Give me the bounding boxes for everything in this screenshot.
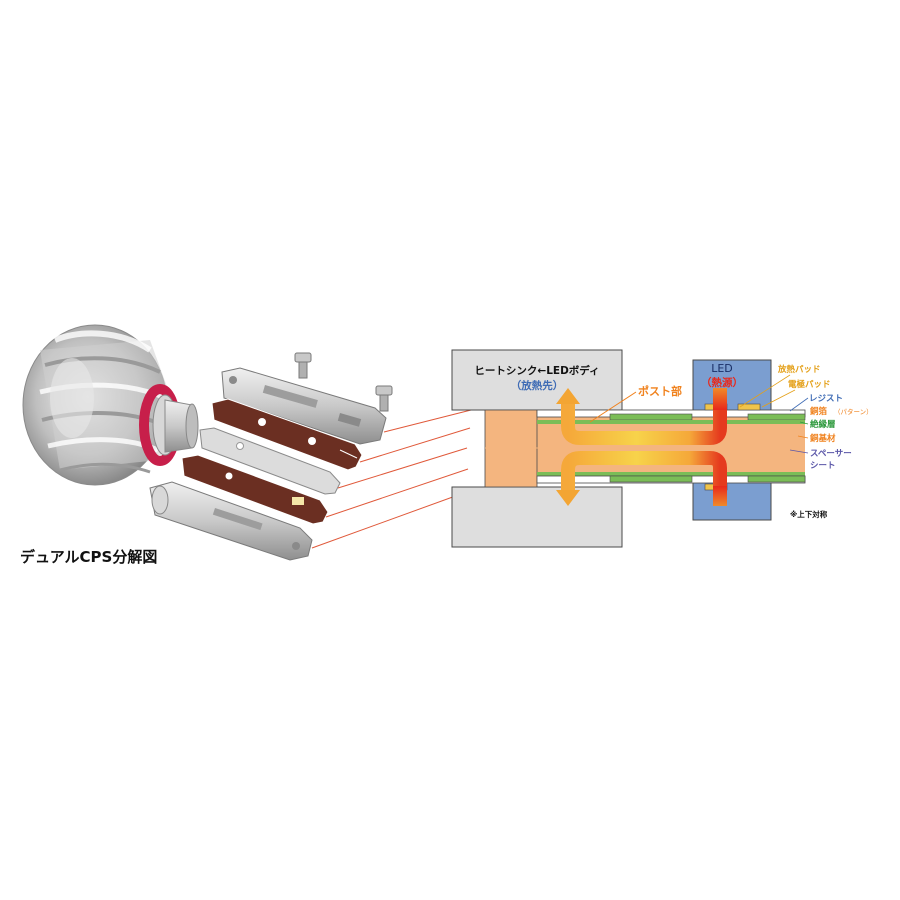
layer-label-copper-base: 銅基材 [809,433,836,444]
bottom-metal-rod [149,481,313,561]
spacer-plate [199,427,341,495]
screw-right [375,385,393,412]
heatsink-bottom-block [451,486,623,548]
leader-spacer [789,449,809,454]
electrode-pad-upper [737,403,761,411]
leader-insulation [799,421,809,425]
led-label: LED [711,362,733,375]
exploded-view: デュアルCPS分解図 [20,324,476,566]
screw-top [294,352,312,379]
top-metal-plate [221,367,387,445]
post-leader [589,391,637,423]
layer-label-spacer-line1: スペーサー [810,449,852,459]
heatsink-top-block [451,349,623,411]
copper-foil-lower-left [609,475,693,483]
led-sublabel: （熱源） [701,376,743,389]
layer-label-electrode-pad: 電極パッド [788,379,831,390]
layer-label-copper-foil: 銅箔 [809,406,828,417]
post-label: ポスト部 [638,384,682,398]
heat-flow-lower [556,451,727,506]
pcb-plate-lower [181,454,329,525]
cross-section: ヒートシンク←LEDボディ （放熱先） ポスト部 LED （熱源） 放熱パッド … [451,349,873,548]
leader-resist [789,397,809,412]
heatsink-label: ヒートシンク←LEDボディ [474,364,599,377]
pcb-plate-upper [211,398,363,471]
layer-label-resist: レジスト [809,394,843,404]
copper-foil-lower-right [747,475,806,483]
connector-lines [311,408,476,549]
layer-label-heat-pad: 放熱パッド [777,364,821,375]
exploded-view-caption: デュアルCPS分解図 [20,548,157,566]
heatsink-sublabel: （放熱先） [511,379,564,392]
layer-label-copper-foil-note: （パターン） [834,407,873,416]
leader-heat-pad [739,374,791,408]
copper-foil-upper-right [747,413,806,421]
layer-label-insulation: 絶縁層 [810,419,836,430]
leader-electrode-pad [761,389,796,408]
insulation-upper [537,420,805,424]
insulation-lower [537,472,805,476]
leader-copper-base [797,435,809,439]
layer-label-spacer-line2: シート [810,461,836,471]
copper-foil-upper-left [609,413,693,421]
collar [164,399,199,453]
heatsink-fins-body [22,324,170,486]
heat-flow-upper [556,388,727,445]
symmetry-note: ※上下対称 [790,509,828,519]
